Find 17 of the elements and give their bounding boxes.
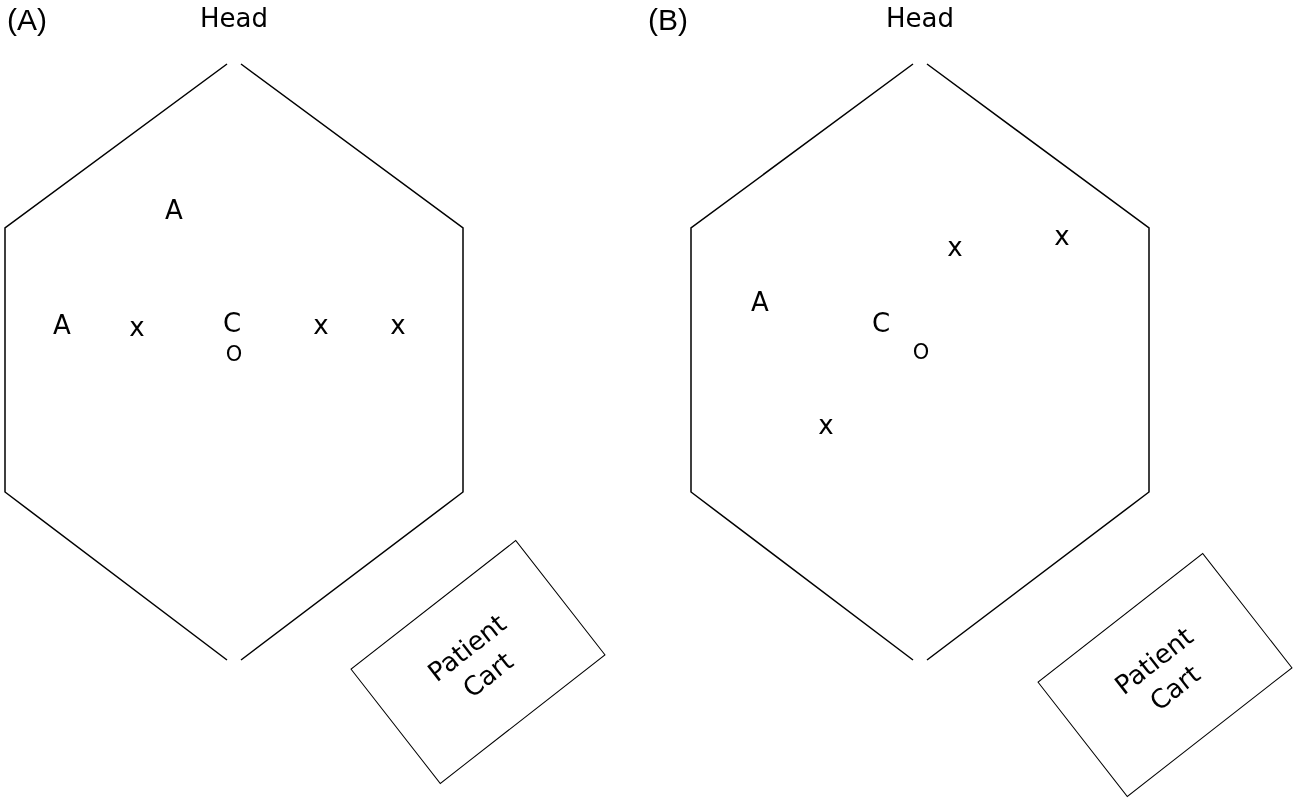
position-marker: x bbox=[818, 412, 834, 438]
position-marker: x bbox=[129, 314, 145, 340]
position-marker: x bbox=[947, 234, 963, 260]
head-label: Head bbox=[200, 3, 268, 33]
position-marker: x bbox=[1054, 223, 1070, 249]
position-marker: C bbox=[222, 310, 242, 336]
panel-label: (B) bbox=[648, 5, 688, 35]
position-marker: A bbox=[751, 289, 769, 315]
position-marker: C bbox=[871, 310, 891, 336]
position-marker: A bbox=[165, 197, 183, 223]
position-marker: A bbox=[53, 312, 71, 338]
panel-label: (A) bbox=[7, 5, 47, 35]
position-marker: x bbox=[390, 312, 406, 338]
position-marker: x bbox=[313, 312, 329, 338]
head-label: Head bbox=[886, 3, 954, 33]
position-marker: O bbox=[225, 343, 243, 365]
position-marker: O bbox=[912, 341, 930, 363]
